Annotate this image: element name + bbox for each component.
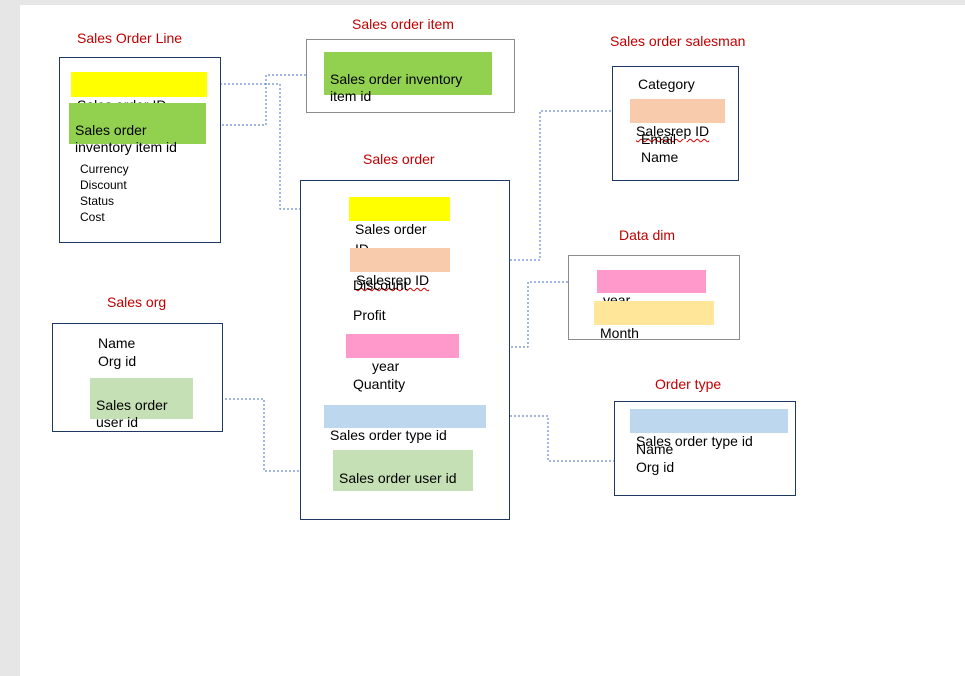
- sales-order-quantity: Quantity: [353, 376, 406, 392]
- sales-order-line-inventory-item-label: Sales order inventory item id: [75, 122, 177, 155]
- sales-order-line-order-id-field[interactable]: Sales order ID: [71, 72, 207, 113]
- sales-order-user-id-field[interactable]: Sales order user id: [333, 450, 473, 491]
- salesman-other-fields: Email Name: [641, 131, 679, 165]
- sales-order-salesrep-id-label: Salesrep ID: [356, 272, 430, 288]
- sales-order-type-id-label: Sales order type id: [330, 427, 447, 443]
- data-dim-title: Data dim: [619, 227, 676, 243]
- sales-order-line-title: Sales Order Line: [77, 30, 183, 46]
- sales-order-item-title: Sales order item: [352, 16, 454, 32]
- sales-order-line-other-fields: Currency Discount Status Cost: [80, 162, 129, 224]
- sales-org-user-id-field[interactable]: Sales order user id: [90, 378, 193, 430]
- salesman-salesrep-id-field[interactable]: Salesrep ID: [630, 99, 725, 139]
- sales-order-order-id-field[interactable]: Sales order ID: [349, 197, 450, 257]
- sales-order-salesrep-id-field[interactable]: Salesrep ID: [350, 248, 450, 288]
- order-type-other-fields: Name Org id: [636, 441, 675, 475]
- sales-order-year-field[interactable]: year: [346, 334, 459, 374]
- sales-order-profit: Profit: [353, 307, 386, 323]
- sales-order-discount: Discount: [353, 277, 408, 293]
- sales-order-item-inventory-item-label: Sales order inventory item id: [330, 71, 463, 104]
- data-dim-year-field[interactable]: year: [597, 270, 706, 308]
- salesman-salesrep-id-label: Salesrep ID: [636, 123, 710, 139]
- sales-org-title: Sales org: [107, 294, 167, 310]
- sales-order-user-id-label: Sales order user id: [339, 470, 457, 486]
- sales-order-salesman-table[interactable]: [612, 66, 739, 181]
- data-dim-table[interactable]: [568, 255, 740, 340]
- order-type-sales-order-type-id-label: Sales order type id: [636, 433, 753, 449]
- sales-order-type-id-field[interactable]: Sales order type id: [324, 405, 486, 443]
- sales-org-user-id-label: Sales order user id: [96, 397, 168, 430]
- order-type-sales-order-type-id-field[interactable]: Sales order type id: [630, 409, 788, 449]
- data-dim-month-field[interactable]: Month: [594, 301, 714, 341]
- sales-org-other-fields: Name Org id: [98, 335, 137, 369]
- sales-order-salesman-title: Sales order salesman: [610, 33, 746, 49]
- sales-order-year-label: year: [372, 358, 400, 374]
- order-type-title: Order type: [655, 376, 722, 392]
- salesman-category: Category: [638, 76, 695, 92]
- sales-order-title: Sales order: [363, 151, 435, 167]
- sales-order-item-inventory-item-field[interactable]: Sales order inventory item id: [324, 52, 492, 104]
- data-dim-month-label: Month: [600, 325, 639, 341]
- sales-order-line-inventory-item-field[interactable]: Sales order inventory item id: [69, 103, 206, 155]
